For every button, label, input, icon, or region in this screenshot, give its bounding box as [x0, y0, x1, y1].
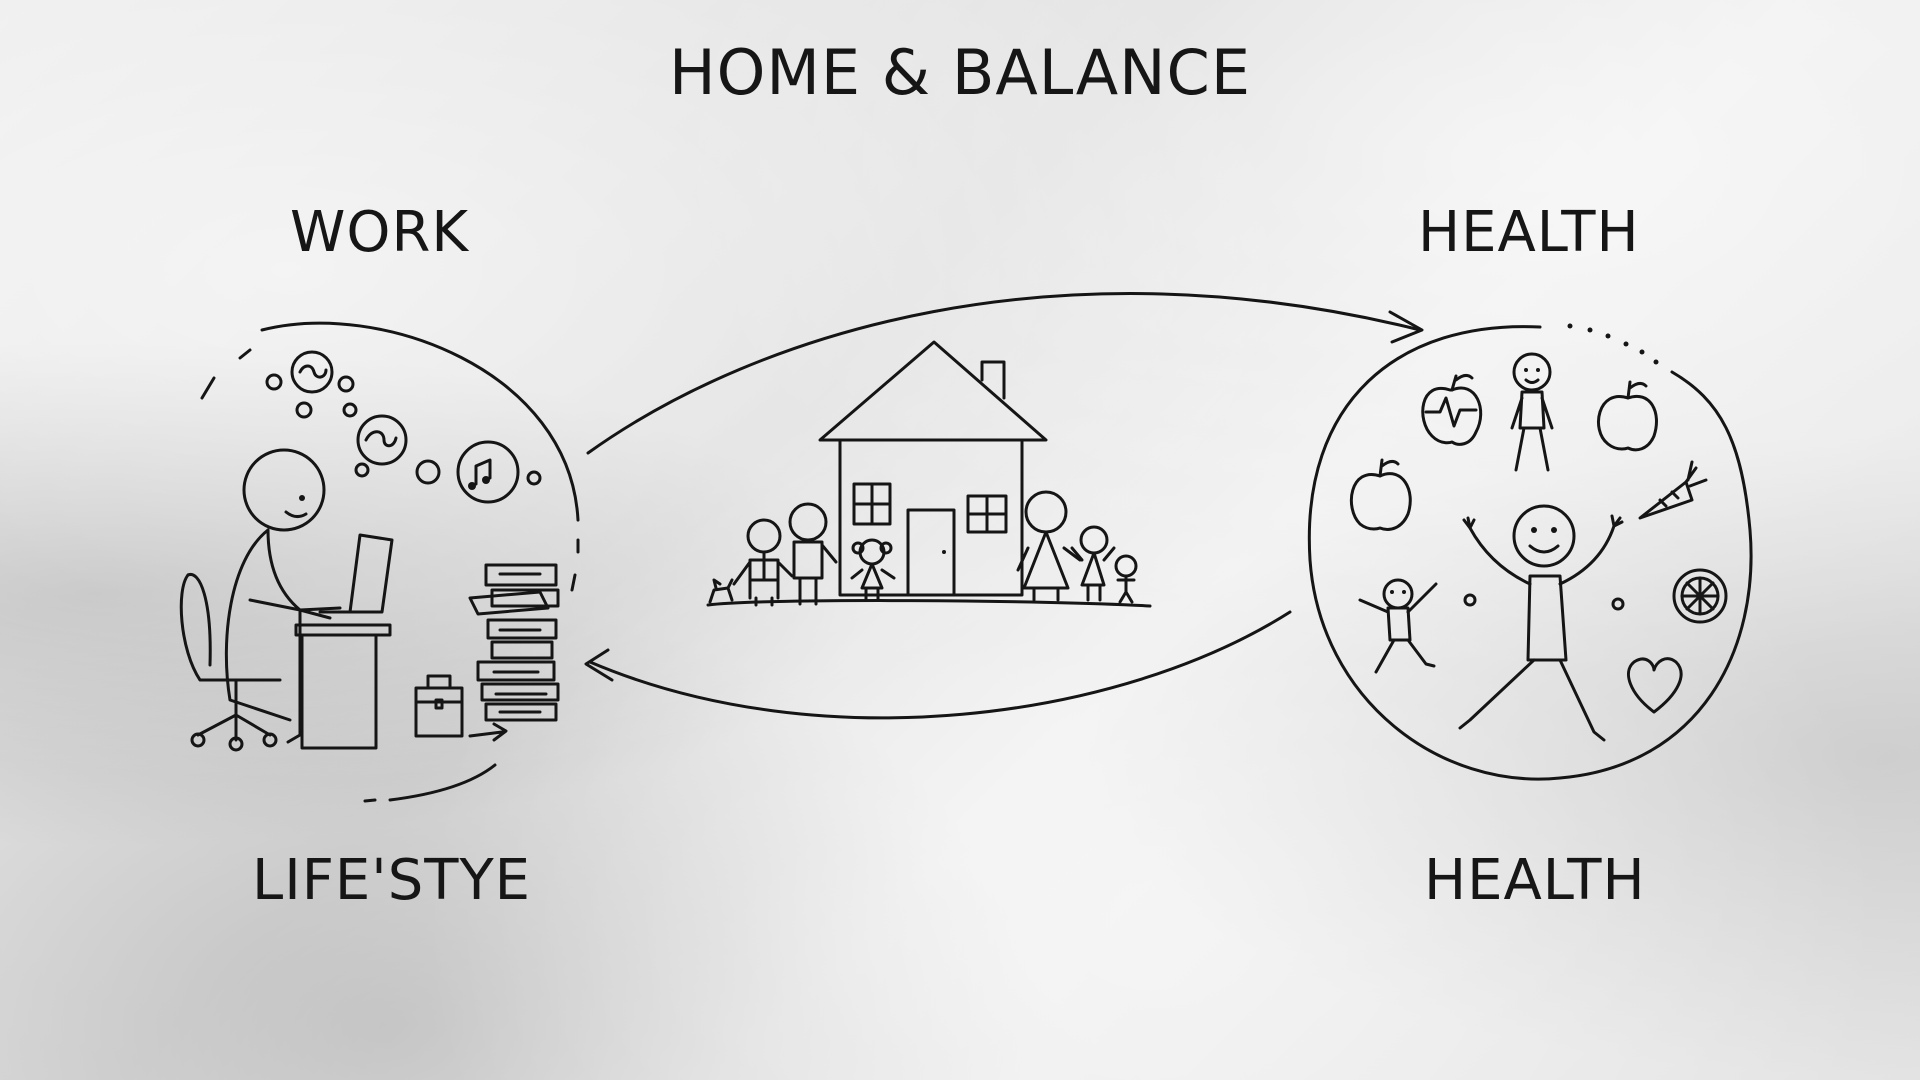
health-circle: [1307, 323, 1753, 781]
house-icon: [818, 340, 1048, 597]
carrot-icon: [1638, 460, 1708, 520]
arrow-home-to-health: [586, 292, 1424, 455]
health-bottom-label: HEALTH: [1424, 848, 1646, 913]
apple-heartbeat-icon: [1421, 373, 1483, 446]
family-icon: [706, 490, 1152, 608]
jumping-person-icon: [1458, 504, 1624, 742]
lifestyle-label: LIFE'STYE: [252, 848, 532, 913]
apple-icon: [1597, 380, 1658, 452]
arrow-health-to-work: [584, 610, 1292, 720]
work-circle: [200, 321, 580, 803]
diagram-title: HOME & BALANCE: [668, 36, 1252, 109]
health-dots: [1463, 593, 1625, 611]
orange-slice-icon: [1672, 568, 1728, 624]
person-at-computer-icon: [179, 448, 394, 752]
running-child-icon: [1358, 578, 1438, 674]
standing-person-icon: [1510, 352, 1554, 472]
paper-stack-icon: [468, 563, 560, 722]
health-top-label: HEALTH: [1418, 200, 1640, 265]
apple-left-icon: [1349, 458, 1412, 531]
heart-icon: [1627, 657, 1683, 714]
briefcase-icon: [414, 674, 508, 742]
work-label: WORK: [290, 200, 470, 265]
thought-bubbles: [265, 350, 542, 504]
